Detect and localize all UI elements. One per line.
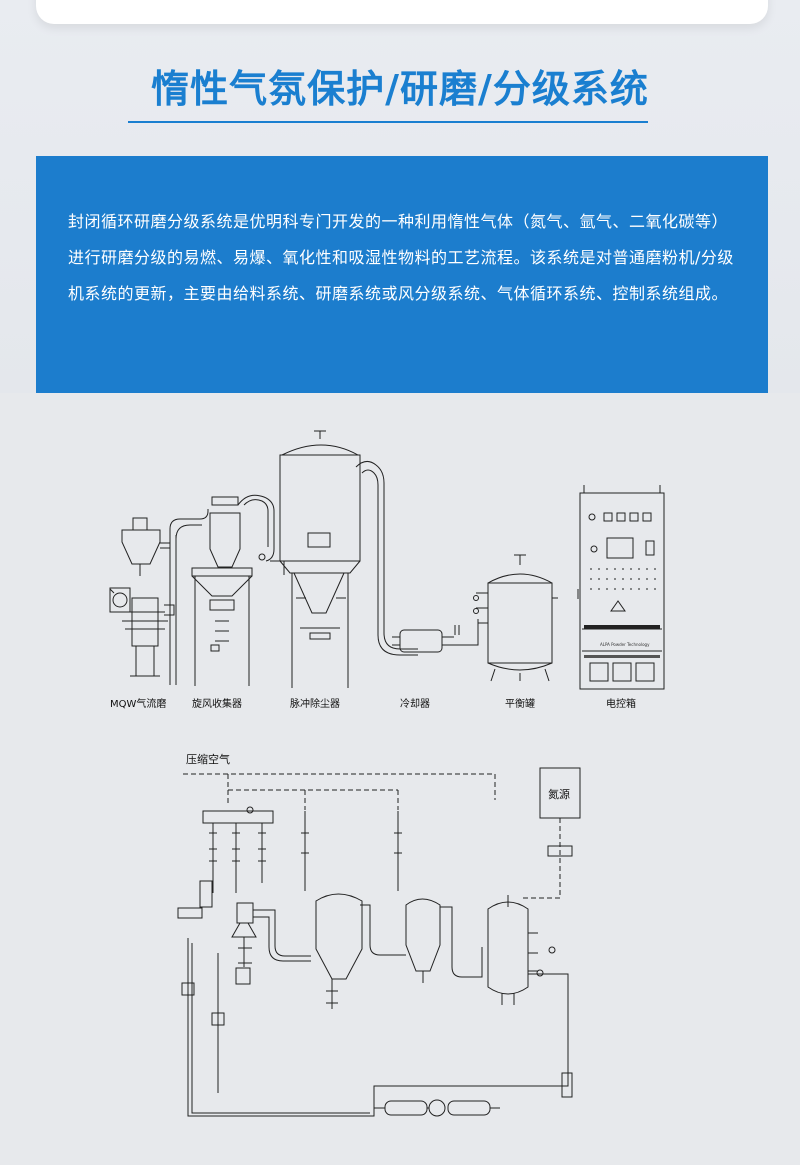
- page-title: 惰性气氛保护/研磨/分级系统: [151, 67, 649, 111]
- balance-tank: [473, 554, 558, 682]
- intro-box: 封闭循环研磨分级系统是优明科专门开发的一种利用惰性气体（氮气、氩气、二氧化碳等）…: [36, 156, 768, 393]
- control-cabinet: [577, 485, 665, 690]
- pulse-dust-collector: [279, 430, 418, 688]
- nitrogen-source-label: 氮源: [548, 787, 570, 801]
- label-dust-collector: 脉冲除尘器: [290, 697, 340, 710]
- label-balance-tank: 平衡罐: [505, 697, 535, 710]
- flow-diagram: 压缩空气 氮源: [177, 752, 581, 1117]
- cyclone-collector: [191, 494, 275, 686]
- diagram-area: ALPA Powder Technology MQW气流磨 旋风收集器 脉冲除尘…: [0, 393, 800, 1165]
- intro-text: 封闭循环研磨分级系统是优明科专门开发的一种利用惰性气体（氮气、氩气、二氧化碳等）…: [68, 212, 734, 303]
- panel-brand-text: ALPA Powder Technology: [600, 642, 650, 647]
- label-cooler: 冷却器: [400, 697, 430, 710]
- equipment-drawing: ALPA Powder Technology MQW气流磨 旋风收集器 脉冲除尘…: [109, 430, 665, 710]
- compressed-air-label: 压缩空气: [186, 752, 230, 766]
- label-control-cabinet: 电控箱: [606, 697, 636, 710]
- label-cyclone: 旋风收集器: [192, 697, 242, 710]
- flow-labels: 压缩空气 氮源: [186, 752, 570, 801]
- jet-mill-unit: [109, 517, 175, 677]
- cooler: [392, 619, 479, 653]
- panel-plate-text: ALPA Powder Technology: [584, 625, 660, 658]
- label-jet-mill: MQW气流磨: [110, 697, 166, 710]
- top-card: [36, 0, 768, 24]
- title-underline: [128, 121, 648, 123]
- equipment-labels: MQW气流磨 旋风收集器 脉冲除尘器 冷却器 平衡罐 电控箱: [110, 697, 636, 710]
